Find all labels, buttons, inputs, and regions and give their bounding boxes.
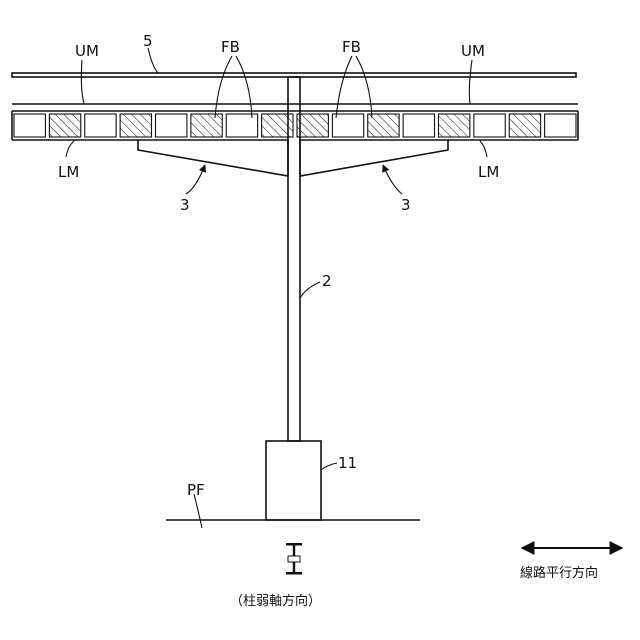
leader-fb-right-b xyxy=(356,56,372,118)
label-column: 2 xyxy=(322,272,332,290)
h-section-icon xyxy=(286,543,302,575)
leader-fb-left-a xyxy=(215,56,232,118)
plain-cell xyxy=(156,114,187,137)
plain-cell xyxy=(85,114,116,137)
leader-column xyxy=(300,282,320,298)
label-column-weak-axis: （柱弱軸方向） xyxy=(230,593,321,609)
upper-member-band xyxy=(12,104,578,111)
hatched-cell xyxy=(297,114,328,137)
plain-cell xyxy=(332,114,363,137)
plain-cell xyxy=(14,114,45,137)
hatched-cell xyxy=(49,114,80,137)
column-footing xyxy=(266,441,321,520)
label-platform: PF xyxy=(187,481,205,499)
hatched-cell xyxy=(439,114,470,137)
leader-um-right xyxy=(469,60,472,104)
flange-beam-cells xyxy=(14,114,576,137)
label-fb-right: FB xyxy=(342,38,361,56)
plain-cell xyxy=(474,114,505,137)
label-track-parallel: 線路平行方向 xyxy=(520,565,598,581)
label-footing: 11 xyxy=(338,454,357,472)
label-lm-right: LM xyxy=(478,163,499,181)
label-um-right: UM xyxy=(461,42,485,60)
leader-roof xyxy=(148,48,158,73)
label-lm-left: LM xyxy=(58,163,79,181)
leader-um-left xyxy=(81,60,84,104)
leader-lm-left xyxy=(66,141,74,157)
leader-footing xyxy=(321,463,337,470)
label-brace-right: 3 xyxy=(401,196,411,214)
leader-brace-right xyxy=(383,165,402,194)
leader-fb-left-b xyxy=(236,56,252,118)
label-brace-left: 3 xyxy=(180,196,190,214)
plain-cell xyxy=(545,114,576,137)
plain-cell xyxy=(226,114,257,137)
leader-fb-right-a xyxy=(336,56,352,118)
lower-haunch-left xyxy=(138,140,288,176)
hatched-cell xyxy=(509,114,540,137)
lower-haunch-right xyxy=(300,140,448,176)
label-roof: 5 xyxy=(143,32,153,50)
leader-lm-right xyxy=(480,141,487,157)
hatched-cell xyxy=(120,114,151,137)
hatched-cell xyxy=(191,114,222,137)
label-fb-left: FB xyxy=(221,38,240,56)
plain-cell xyxy=(403,114,434,137)
leader-brace-left xyxy=(186,165,205,194)
label-um-left: UM xyxy=(75,42,99,60)
leader-platform xyxy=(194,494,202,528)
